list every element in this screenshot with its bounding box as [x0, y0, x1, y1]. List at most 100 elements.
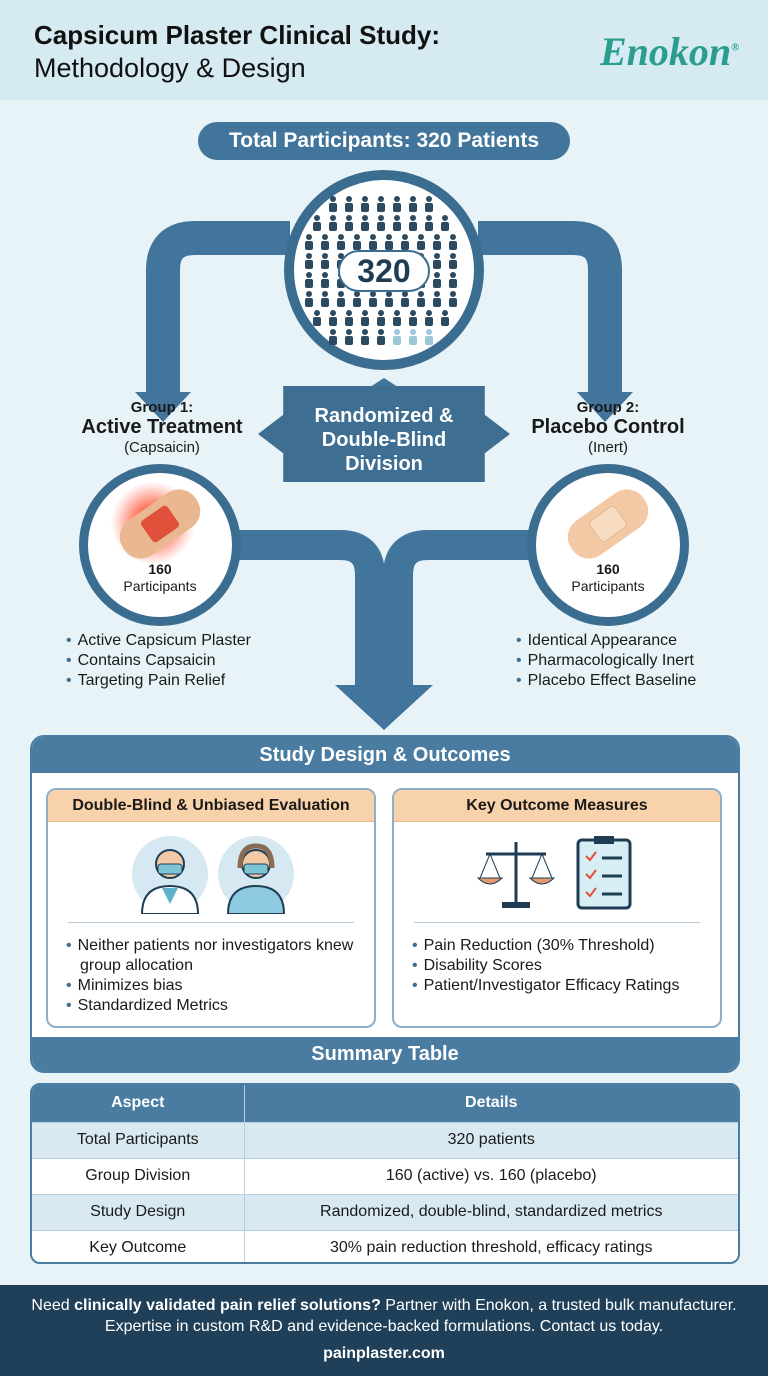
footer-text: Need clinically validated pain relief so… [0, 1295, 768, 1337]
randomized-division-badge: Randomized & Double-Blind Division [258, 386, 510, 482]
person-icon [417, 291, 425, 307]
person-icon [417, 234, 425, 250]
person-icon [337, 234, 345, 250]
group1-count-label: Participants [123, 578, 197, 594]
division-line: Division [345, 453, 423, 475]
table-cell: Total Participants [32, 1121, 245, 1158]
table-cell: Study Design [32, 1193, 245, 1230]
website-link[interactable]: painplaster.com [323, 1345, 445, 1362]
converge-arrow-head [335, 685, 433, 730]
person-icon [377, 329, 385, 345]
list-item: Patient/Investigator Efficacy Ratings [412, 976, 680, 996]
group2-count-label: Participants [571, 578, 645, 594]
study-design-panel: Study Design & Outcomes Double-Blind & U… [30, 735, 740, 1073]
person-icon [313, 215, 321, 231]
arrow-right-band [478, 221, 622, 400]
person-icon [393, 329, 401, 345]
list-item: Pain Reduction (30% Threshold) [412, 936, 679, 956]
person-icon [305, 272, 313, 288]
person-icon [329, 310, 337, 326]
footer-text-bold: clinically validated pain relief solutio… [74, 1297, 381, 1314]
table-cell: Key Outcome [32, 1229, 245, 1262]
list-item: Disability Scores [412, 956, 679, 976]
person-icon [449, 291, 457, 307]
division-line: Randomized & [314, 405, 454, 427]
person-icon [361, 215, 369, 231]
list-item: Contains Capsaicin [66, 651, 251, 671]
person-icon [329, 196, 337, 212]
person-icon [449, 234, 457, 250]
person-icon [337, 291, 345, 307]
footer-text-post: Partner with Enokon, a trusted bulk manu… [104, 1297, 737, 1335]
group2-count-number: 160 [596, 561, 620, 577]
person-icon [329, 329, 337, 345]
group2-sub: (Inert) [587, 439, 628, 456]
page-title: Capsicum Plaster Clinical Study: [34, 20, 441, 50]
person-icon [369, 291, 377, 307]
list-item: Neither patients nor investigators knew … [66, 936, 356, 976]
person-icon [409, 310, 417, 326]
person-icon [345, 310, 353, 326]
list-item: Targeting Pain Relief [66, 671, 251, 691]
group1-count-number: 160 [148, 561, 172, 577]
arrow-left-band [146, 221, 290, 400]
list-item: Active Capsicum Plaster [66, 631, 251, 651]
group2-bullets: Identical Appearance Pharmacologically I… [516, 631, 697, 691]
person-icon [433, 253, 441, 269]
person-icon [385, 291, 393, 307]
person-icon [401, 291, 409, 307]
header [0, 0, 768, 100]
person-icon [345, 215, 353, 231]
arrow-left-head [135, 392, 191, 422]
list-item: Standardized Metrics [66, 996, 356, 1016]
arrow-right-head [577, 392, 633, 422]
group2-label: Group 2: [576, 399, 640, 416]
list-item: Minimizes bias [66, 976, 356, 996]
table-cell: 160 (active) vs. 160 (placebo) [244, 1157, 738, 1194]
outcome-bullets: Pain Reduction (30% Threshold) Disabilit… [412, 936, 680, 996]
list-item: Identical Appearance [516, 631, 696, 651]
logo-text: Enokon [600, 29, 732, 74]
person-icon [433, 291, 441, 307]
person-icon [441, 215, 449, 231]
person-icon [377, 215, 385, 231]
list-item: Pharmacologically Inert [516, 651, 696, 671]
person-icon [409, 329, 417, 345]
list-item: Placebo Effect Baseline [516, 671, 697, 691]
person-icon [449, 253, 457, 269]
person-icon [321, 234, 329, 250]
group1-sub: (Capsaicin) [124, 439, 200, 456]
group1-name: Active Treatment [81, 416, 243, 438]
person-icon [321, 272, 329, 288]
person-icon [433, 272, 441, 288]
table-cell: 30% pain reduction threshold, efficacy r… [244, 1229, 738, 1262]
person-icon [385, 234, 393, 250]
person-icon [401, 234, 409, 250]
person-icon [377, 310, 385, 326]
person-icon [441, 310, 449, 326]
enokon-logo: Enokon® [600, 28, 739, 75]
converge-right-band [383, 530, 533, 690]
person-icon [305, 234, 313, 250]
footer-cta: Need clinically validated pain relief so… [0, 1285, 768, 1376]
person-icon [393, 310, 401, 326]
group1-bullets: Active Capsicum Plaster Contains Capsaic… [66, 631, 251, 691]
doctor-patient-icon [132, 836, 294, 914]
person-icon [393, 196, 401, 212]
placebo-plaster-icon [559, 481, 657, 567]
group2-name: Placebo Control [531, 416, 685, 438]
person-icon [329, 215, 337, 231]
person-icon [433, 234, 441, 250]
person-icon [377, 196, 385, 212]
outcome-measures-card: Key Outcome Measures Pain Reduction (30%… [392, 788, 722, 1028]
person-icon [361, 196, 369, 212]
person-icon [305, 253, 313, 269]
division-line: Double-Blind [321, 429, 447, 451]
